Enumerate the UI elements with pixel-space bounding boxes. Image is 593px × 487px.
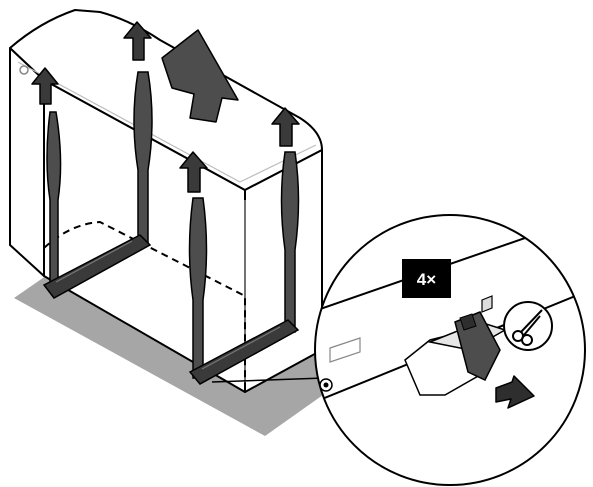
base-rail-left	[42, 234, 152, 299]
quantity-badge-label: 4×	[417, 270, 436, 289]
base-rail-right	[188, 319, 300, 385]
base-dashed-outline	[43, 220, 246, 392]
quantity-badge: 4×	[402, 259, 451, 298]
arrow-down-right-icon	[495, 375, 535, 409]
scissors-icon	[503, 301, 553, 351]
box-corner-screw	[19, 65, 29, 75]
detail-leader-line	[211, 377, 325, 383]
arrow-up-icon	[31, 21, 300, 193]
detail-content	[315, 215, 585, 409]
